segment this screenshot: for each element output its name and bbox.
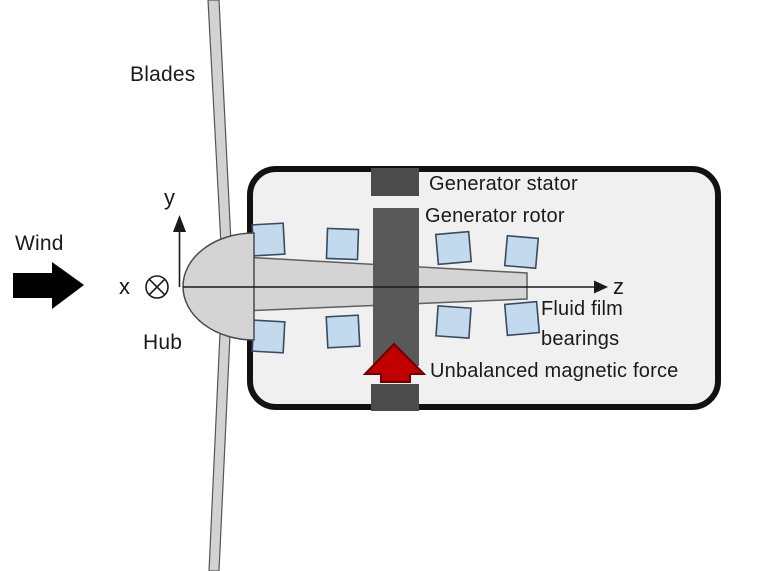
- wind-arrow: [13, 262, 84, 309]
- x-axis-into-page-icon: [145, 275, 169, 299]
- blade-upper: [207, 0, 232, 246]
- z-axis-label: z: [613, 274, 625, 299]
- fluid-film-bearing: [251, 319, 286, 354]
- fluid-film-bearing: [435, 305, 472, 339]
- fluid-film-bearing: [503, 300, 541, 337]
- fluid-film-bearing: [325, 227, 360, 261]
- fluid-film-bearings-label-line2: bearings: [541, 328, 620, 350]
- unbalanced-magnetic-force-label: Unbalanced magnetic force: [430, 360, 679, 382]
- y-axis-arrowhead-icon: [173, 215, 186, 232]
- fluid-film-bearing: [434, 230, 473, 266]
- fluid-film-bearing: [325, 314, 361, 349]
- generator-stator-top-block: [371, 168, 419, 196]
- generator-stator-bottom-block: [371, 384, 419, 411]
- generator-rotor-label: Generator rotor: [425, 205, 565, 227]
- wind-label: Wind: [15, 232, 64, 255]
- hub-label: Hub: [143, 331, 183, 354]
- z-axis-arrowhead-icon: [594, 280, 608, 294]
- fluid-film-bearings-label-line1: Fluid film: [541, 298, 624, 320]
- fluid-film-bearing: [251, 222, 286, 257]
- blades-label: Blades: [130, 63, 196, 86]
- fluid-film-bearing: [503, 234, 540, 270]
- generator-stator-label: Generator stator: [429, 173, 578, 195]
- y-axis-label: y: [164, 185, 176, 210]
- unbalanced-magnetic-force-arrow: [362, 342, 427, 383]
- blade-lower: [208, 332, 231, 571]
- x-axis-label: x: [119, 274, 131, 299]
